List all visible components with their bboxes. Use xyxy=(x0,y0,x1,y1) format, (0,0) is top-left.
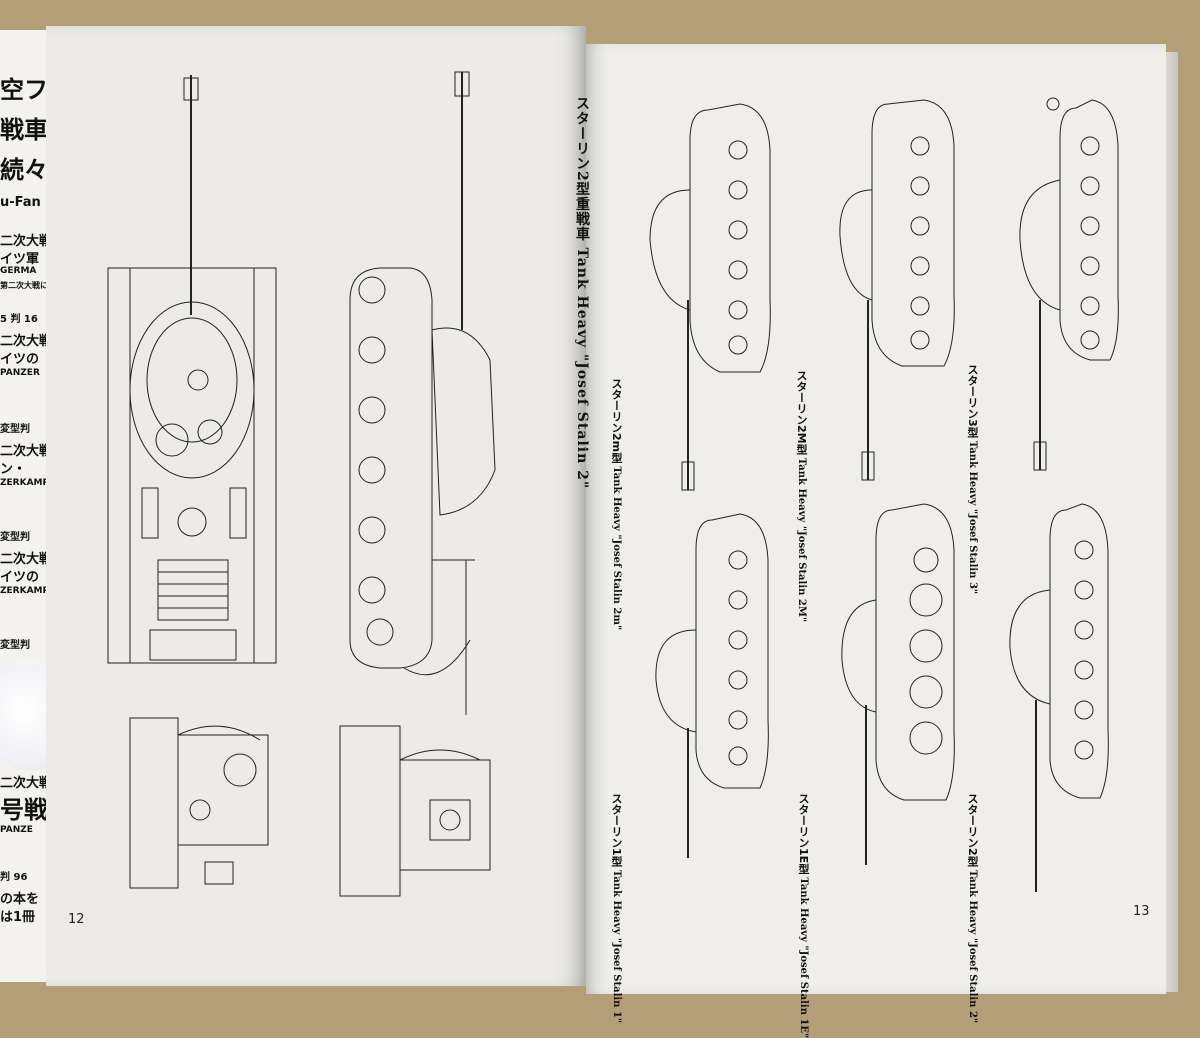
page-stack-edge xyxy=(1166,52,1178,992)
caption-en: Tank Heavy "Josef Stalin 2M" xyxy=(796,457,807,623)
caption-variant-2: スターリン2型 Tank Heavy "Josef Stalin 2" xyxy=(966,793,979,1023)
left-page xyxy=(46,26,586,986)
right-page xyxy=(586,44,1166,994)
tank-variant-3-drawing xyxy=(1019,97,1119,471)
caption-en: Tank Heavy "Josef Stalin 3" xyxy=(967,440,978,595)
tank-variant-2M-drawing xyxy=(839,99,955,481)
underlying-line: 変型判 xyxy=(0,640,30,651)
underlying-line: 号戦 xyxy=(0,796,48,824)
underlying-line: は1冊 xyxy=(0,910,36,925)
underlying-line: イツの xyxy=(0,570,40,585)
underlying-line: 5 判 16 xyxy=(0,314,38,325)
caption-jp: スターリン1型 xyxy=(610,793,623,867)
tank-variant-2m-drawing xyxy=(649,103,771,491)
caption-en: Tank Heavy "Josef Stalin 1" xyxy=(611,869,622,1024)
left-page-number: 12 xyxy=(68,912,85,927)
underlying-line: 戦車 xyxy=(0,116,48,144)
caption-variant-2m: スターリン2m型 Tank Heavy "Josef Stalin 2m" xyxy=(610,378,623,630)
underlying-line: PANZE xyxy=(0,825,33,835)
underlying-line: 変型判 xyxy=(0,424,30,435)
caption-en: Tank Heavy "Josef Stalin 1E" xyxy=(798,877,809,1038)
caption-jp: スターリン2m型 xyxy=(610,378,623,464)
caption-jp: スターリン2M型 xyxy=(795,370,808,455)
underlying-line: 判 96 xyxy=(0,872,28,883)
underlying-line: 二次大戦 xyxy=(0,334,53,349)
underlying-line: 二次大戦 xyxy=(0,552,53,567)
underlying-page: 空フ 戦車 続々 u-Fan 二次大戦 イツ軍 GERMA 第二次大戦にド 5 … xyxy=(0,30,56,982)
tank-top-view-drawing xyxy=(107,75,277,664)
underlying-line: 第二次大戦にド xyxy=(0,281,56,290)
underlying-line: ン・ xyxy=(0,462,27,477)
page-title: スターリン2型重戦車 Tank Heavy "Josef Stalin 2" xyxy=(574,96,590,490)
tank-front-view-drawing xyxy=(129,717,269,889)
caption-variant-1: スターリン1型 Tank Heavy "Josef Stalin 1" xyxy=(610,793,623,1023)
underlying-line: 空フ xyxy=(0,76,48,104)
underlying-line: イツ軍 xyxy=(0,252,40,267)
underlying-line: イツの xyxy=(0,352,40,367)
right-page-number: 13 xyxy=(1133,904,1150,919)
tank-variant-1-drawing xyxy=(655,513,769,858)
underlying-line: ZERKAMP xyxy=(0,586,50,596)
caption-jp: スターリン2型 xyxy=(966,793,979,867)
tank-side-view-drawing xyxy=(349,71,496,715)
tank-drawings xyxy=(107,71,1119,897)
caption-jp: スターリン1E型 xyxy=(797,793,810,875)
caption-en: Tank Heavy "Josef Stalin 2" xyxy=(967,869,978,1024)
tank-variant-2-drawing xyxy=(1009,503,1109,892)
underlying-line: の本を xyxy=(0,892,40,907)
underlying-line: ZERKAMP xyxy=(0,478,50,488)
caption-jp: スターリン3型 xyxy=(966,364,979,438)
underlying-line: 続々 xyxy=(0,156,48,184)
underlying-line: 変型判 xyxy=(0,532,30,543)
caption-variant-3: スターリン3型 Tank Heavy "Josef Stalin 3" xyxy=(966,364,979,594)
underlying-line: 二次大戦 xyxy=(0,444,53,459)
underlying-line: PANZER xyxy=(0,368,40,378)
underlying-line: 二次大戦 xyxy=(0,776,53,791)
caption-variant-2M: スターリン2M型 Tank Heavy "Josef Stalin 2M" xyxy=(795,370,808,622)
caption-en: Tank Heavy "Josef Stalin 2m" xyxy=(611,466,622,631)
underlying-line: u-Fan xyxy=(0,195,41,210)
tank-variant-1E-drawing xyxy=(841,503,955,865)
tank-rear-view-drawing xyxy=(339,725,491,897)
underlying-line: 二次大戦 xyxy=(0,234,53,249)
underlying-line: GERMA xyxy=(0,266,37,276)
caption-variant-1E: スターリン1E型 Tank Heavy "Josef Stalin 1E" xyxy=(797,793,810,1038)
